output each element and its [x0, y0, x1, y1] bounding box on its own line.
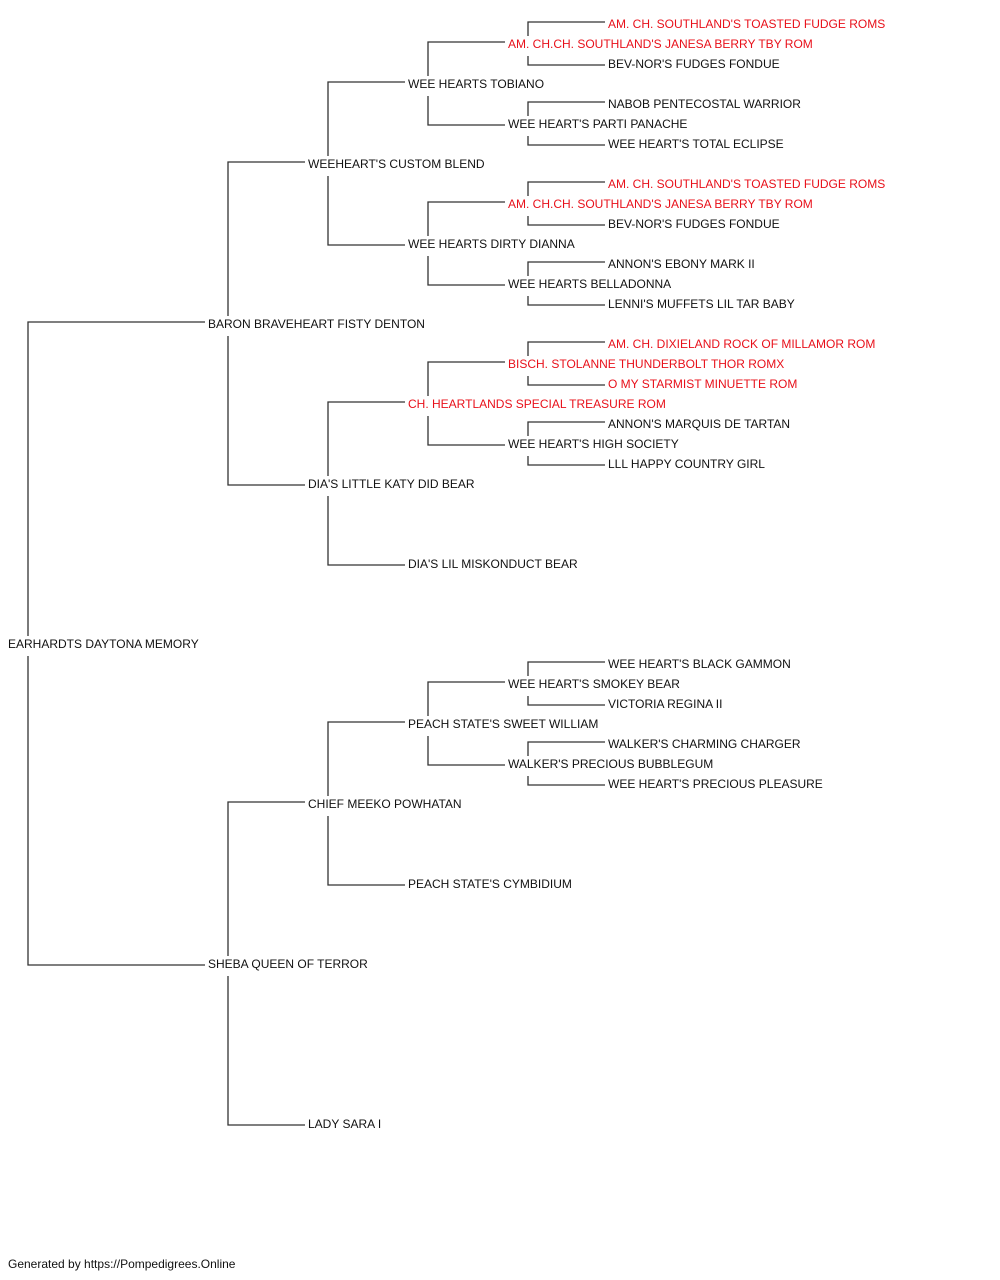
- pedigree-sire-sire-dam-dam-dam: LENNI'S MUFFETS LIL TAR BABY: [608, 297, 797, 311]
- connector-dss-dam: [427, 736, 505, 766]
- connector-sds-sire: [427, 361, 505, 396]
- connector-sdss-sire: [527, 341, 605, 356]
- pedigree-sire-sire-sire-dam-sire: NABOB PENTECOSTAL WARRIOR: [608, 97, 803, 111]
- connector-subject-sire: [27, 321, 205, 636]
- pedigree-sire-sire-sire-sire-dam: BEV-NOR'S FUDGES FONDUE: [608, 57, 782, 71]
- connector-dss-sire: [427, 681, 505, 716]
- connector-ds-dam: [327, 816, 405, 886]
- pedigree-subject: EARHARDTS DAYTONA MEMORY: [8, 637, 201, 651]
- connector-dam-dam: [227, 976, 305, 1126]
- pedigree-dam-sire-sire-sire-dam: VICTORIA REGINA II: [608, 697, 725, 711]
- connector-subject-dam: [27, 656, 205, 966]
- pedigree-dam-sire-sire-sire-sire: WEE HEART'S BLACK GAMMON: [608, 657, 793, 671]
- connector-ssss-dam: [527, 56, 605, 66]
- connector-ssd-sire: [427, 201, 505, 236]
- pedigree-dam-sire-dam: PEACH STATE'S CYMBIDIUM: [408, 877, 574, 891]
- pedigree-sire-sire-sire-dam: WEE HEART'S PARTI PANACHE: [508, 117, 690, 131]
- pedigree-sire-dam: DIA'S LITTLE KATY DID BEAR: [308, 477, 477, 491]
- pedigree-sire-dam-sire-dam: WEE HEART'S HIGH SOCIETY: [508, 437, 681, 451]
- connector-sdss-dam: [527, 376, 605, 386]
- pedigree-dam-sire-sire: PEACH STATE'S SWEET WILLIAM: [408, 717, 601, 731]
- connector-dssd-sire: [527, 741, 605, 756]
- pedigree-sire-sire-sire: WEE HEARTS TOBIANO: [408, 77, 547, 91]
- pedigree-dam-sire-sire-sire: WEE HEART'S SMOKEY BEAR: [508, 677, 682, 691]
- connector-dssd-dam: [527, 776, 605, 786]
- pedigree-sire-sire-dam: WEE HEARTS DIRTY DIANNA: [408, 237, 577, 251]
- connector-ssdd-sire: [527, 261, 605, 276]
- pedigree-dam-sire-sire-dam: WALKER'S PRECIOUS BUBBLEGUM: [508, 757, 716, 771]
- pedigree-sire-dam-sire-sire-dam: O MY STARMIST MINUETTE ROM: [608, 377, 800, 391]
- connector-dam-sire: [227, 801, 305, 956]
- connector-sss-dam: [427, 96, 505, 126]
- connector-sds-dam: [427, 416, 505, 446]
- connector-sire-dam: [227, 336, 305, 486]
- connector-ssds-sire: [527, 181, 605, 196]
- pedigree-sire-dam-sire: CH. HEARTLANDS SPECIAL TREASURE ROM: [408, 397, 668, 411]
- pedigree-dam-sire-sire-dam-dam: WEE HEART'S PRECIOUS PLEASURE: [608, 777, 825, 791]
- connector-sd-sire: [327, 401, 405, 476]
- pedigree-sire-dam-sire-sire-sire: AM. CH. DIXIELAND ROCK OF MILLAMOR ROM: [608, 337, 878, 351]
- connector-ss-dam: [327, 176, 405, 246]
- connector-ssd-dam: [427, 256, 505, 286]
- connector-ssdd-dam: [527, 296, 605, 306]
- pedigree-sire-sire: WEEHEART'S CUSTOM BLEND: [308, 157, 487, 171]
- pedigree-dam: SHEBA QUEEN OF TERROR: [208, 957, 370, 971]
- connector-sdsd-sire: [527, 421, 605, 436]
- connector-sire-sire: [227, 161, 305, 316]
- connector-dsss-sire: [527, 661, 605, 676]
- pedigree-dam-sire-sire-dam-sire: WALKER'S CHARMING CHARGER: [608, 737, 803, 751]
- connector-dsss-dam: [527, 696, 605, 706]
- connector-ss-sire: [327, 81, 405, 156]
- pedigree-sire: BARON BRAVEHEART FISTY DENTON: [208, 317, 427, 331]
- pedigree-sire-sire-sire-dam-dam: WEE HEART'S TOTAL ECLIPSE: [608, 137, 786, 151]
- pedigree-sire-sire-dam-dam: WEE HEARTS BELLADONNA: [508, 277, 674, 291]
- pedigree-sire-dam-sire-dam-sire: ANNON'S MARQUIS DE TARTAN: [608, 417, 793, 431]
- pedigree-dam-sire: CHIEF MEEKO POWHATAN: [308, 797, 464, 811]
- pedigree-sire-dam-sire-dam-dam: LLL HAPPY COUNTRY GIRL: [608, 457, 767, 471]
- connector-sss-sire: [427, 41, 505, 76]
- pedigree-dam-dam: LADY SARA I: [308, 1117, 384, 1131]
- pedigree-sire-sire-dam-dam-sire: ANNON'S EBONY MARK II: [608, 257, 757, 271]
- pedigree-sire-sire-dam-sire: AM. CH.CH. SOUTHLAND'S JANESA BERRY TBY …: [508, 197, 815, 211]
- connector-sssd-sire: [527, 101, 605, 116]
- connector-ssss-sire: [527, 21, 605, 36]
- connector-sssd-dam: [527, 136, 605, 146]
- connector-sd-dam: [327, 496, 405, 566]
- pedigree-sire-sire-dam-sire-dam: BEV-NOR'S FUDGES FONDUE: [608, 217, 782, 231]
- connector-ds-sire: [327, 721, 405, 796]
- pedigree-sire-dam-sire-sire: BISCH. STOLANNE THUNDERBOLT THOR ROMX: [508, 357, 787, 371]
- pedigree-sire-sire-sire-sire-sire: AM. CH. SOUTHLAND'S TOASTED FUDGE ROMS: [608, 17, 888, 31]
- connector-ssds-dam: [527, 216, 605, 226]
- generated-by-footer: Generated by https://Pompedigrees.Online: [8, 1257, 236, 1271]
- connector-sdsd-dam: [527, 456, 605, 466]
- pedigree-sire-sire-dam-sire-sire: AM. CH. SOUTHLAND'S TOASTED FUDGE ROMS: [608, 177, 888, 191]
- pedigree-sire-sire-sire-sire: AM. CH.CH. SOUTHLAND'S JANESA BERRY TBY …: [508, 37, 815, 51]
- pedigree-sire-dam-dam: DIA'S LIL MISKONDUCT BEAR: [408, 557, 580, 571]
